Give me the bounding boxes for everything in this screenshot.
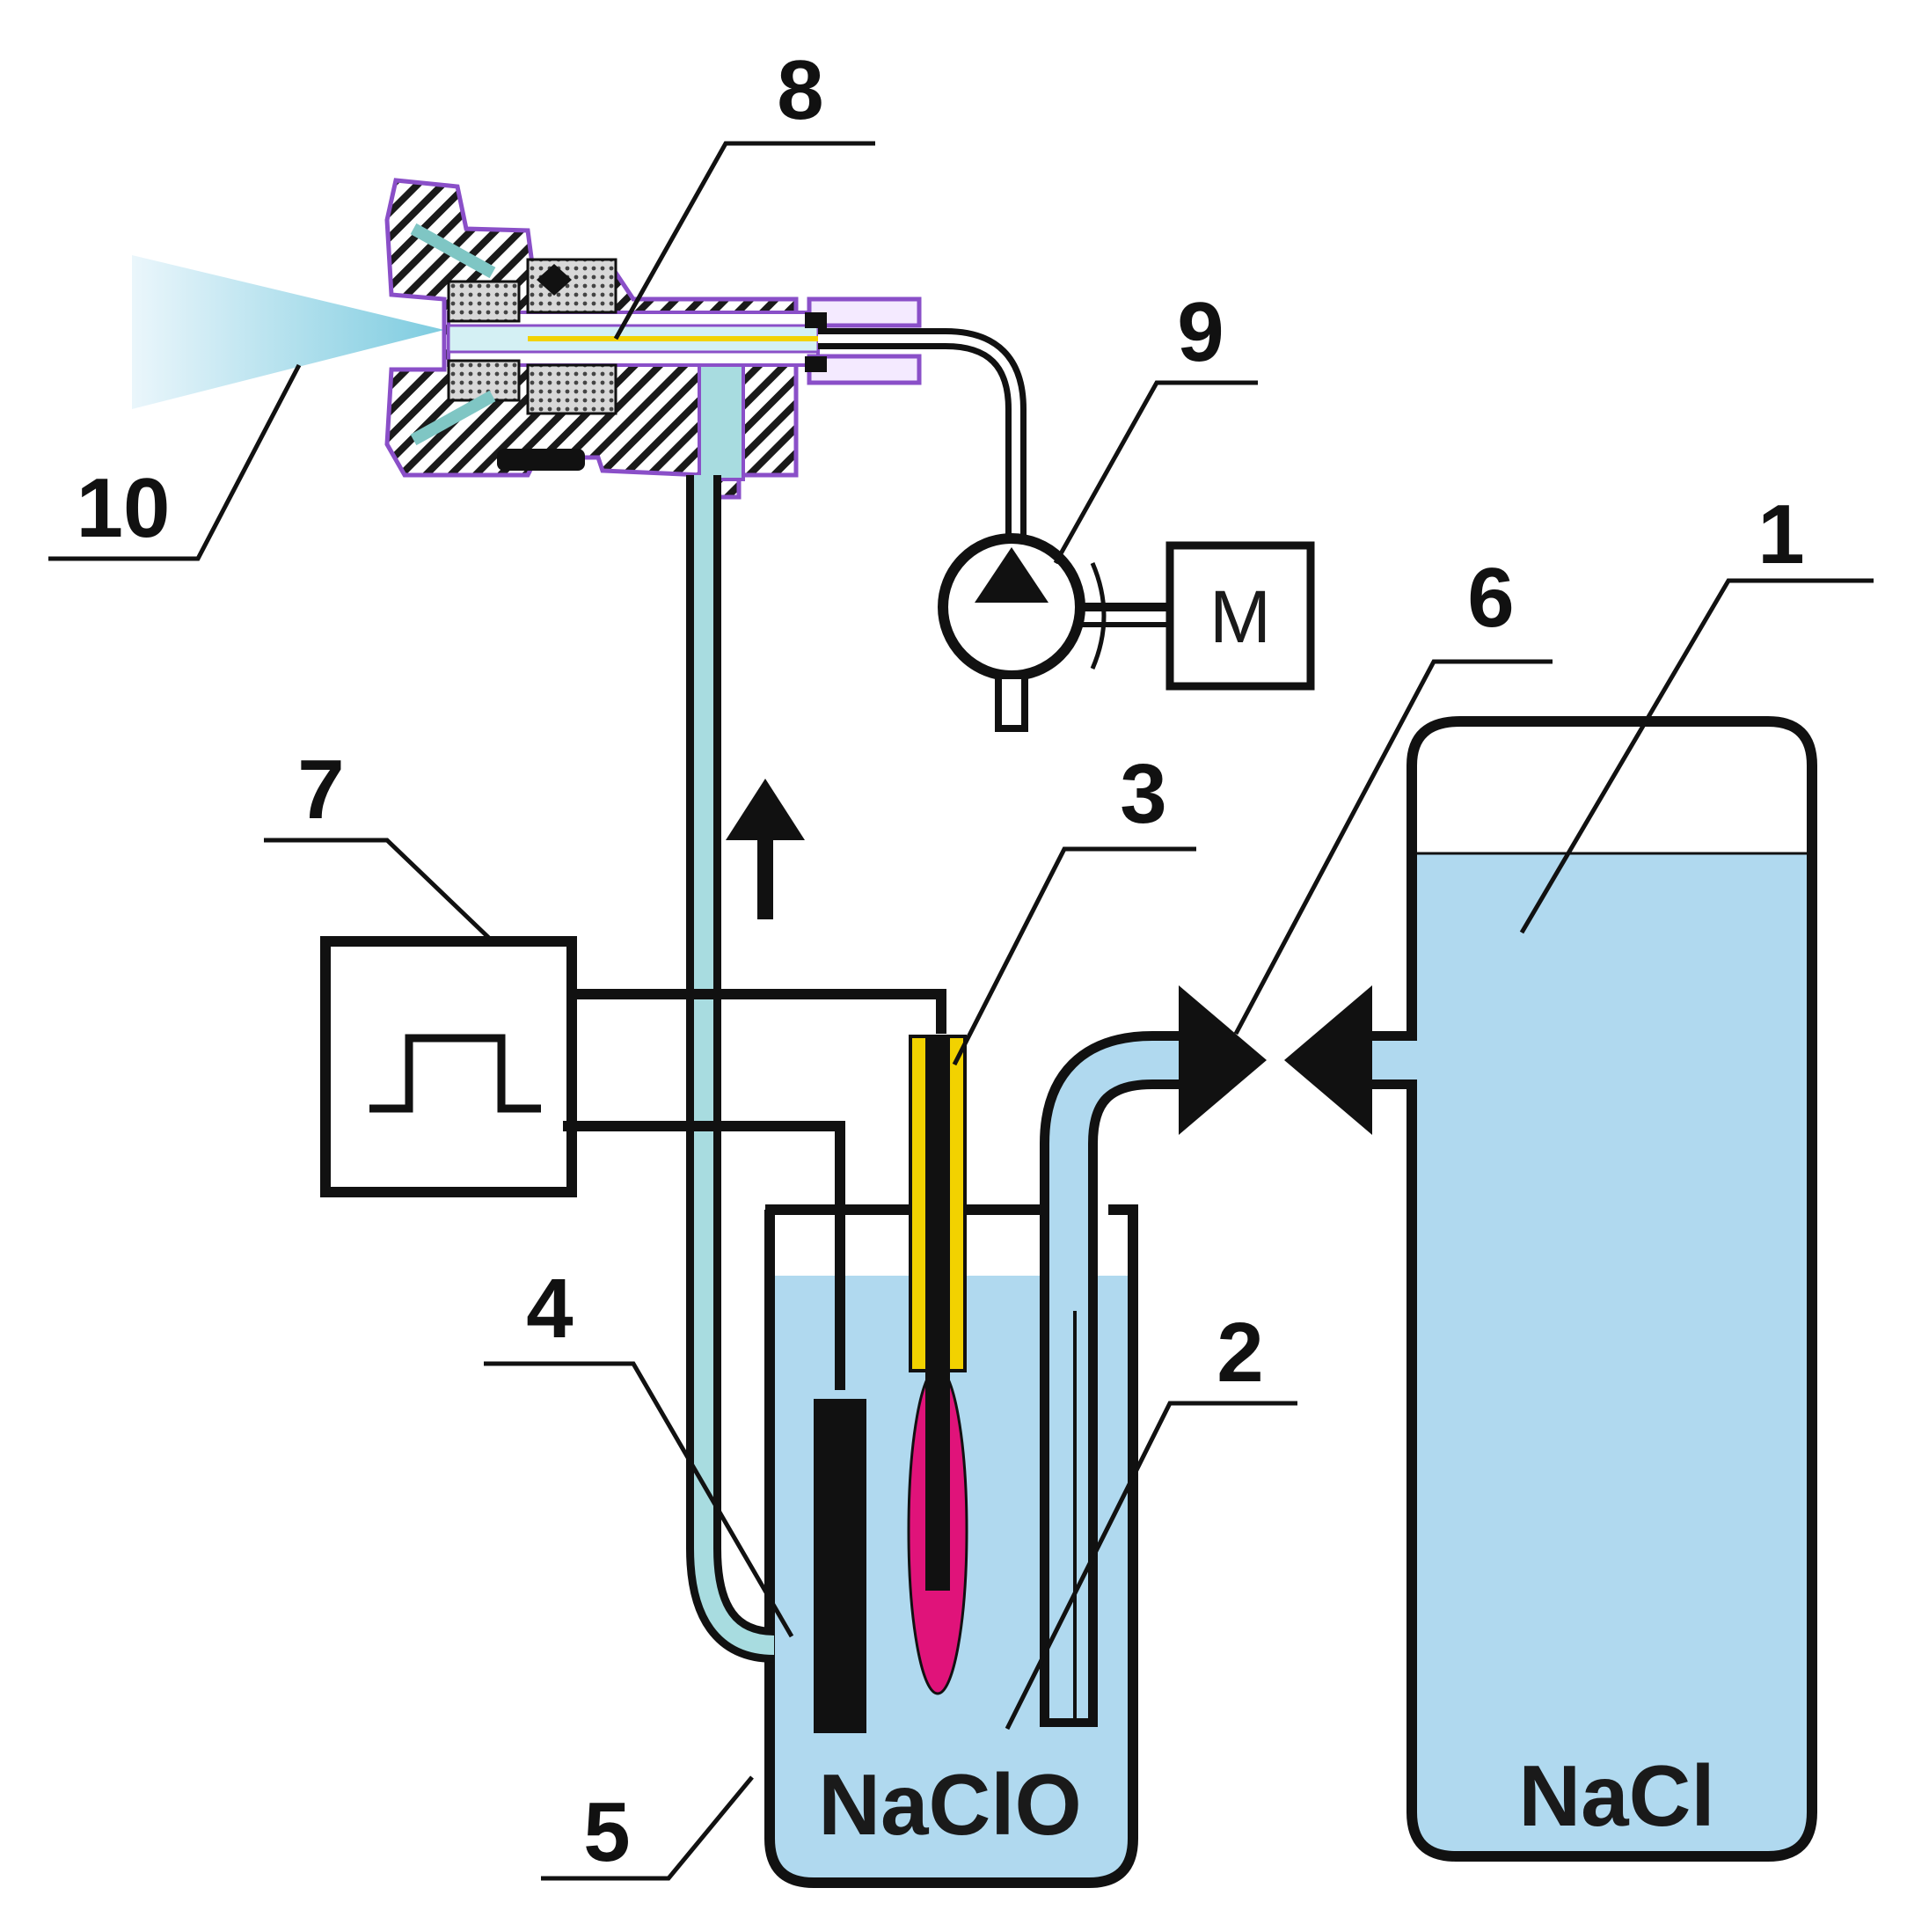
wire-to-electrode [572,989,946,1034]
spray-cone [132,255,444,409]
label-4: 4 [526,1262,573,1356]
suction-tube [686,475,775,1663]
label-8: 8 [777,43,823,137]
pulse-generator [320,936,577,1197]
flow-arrow [726,779,805,919]
cathode-plate [814,1399,866,1733]
nozzle-assembly [384,178,922,500]
wire-to-cathode [563,1121,845,1390]
pump [938,533,1170,732]
label-2: 2 [1217,1306,1263,1400]
label-1: 1 [1757,487,1804,582]
label-5: 5 [583,1785,630,1879]
electrode [907,1035,968,1695]
label-6: 6 [1467,551,1514,645]
leader-lines [48,141,1874,1881]
label-9: 9 [1177,285,1224,379]
label-10: 10 [77,461,171,555]
motor-label: M [1209,575,1271,658]
label-3: 3 [1120,747,1166,841]
naclo-label: NaClO [818,1756,1082,1853]
motor: M [1165,541,1315,691]
valve [1179,985,1372,1135]
label-7: 7 [297,743,344,837]
nacl-label: NaCl [1518,1747,1714,1844]
nacl-tank: NaCl [1407,716,1817,1862]
